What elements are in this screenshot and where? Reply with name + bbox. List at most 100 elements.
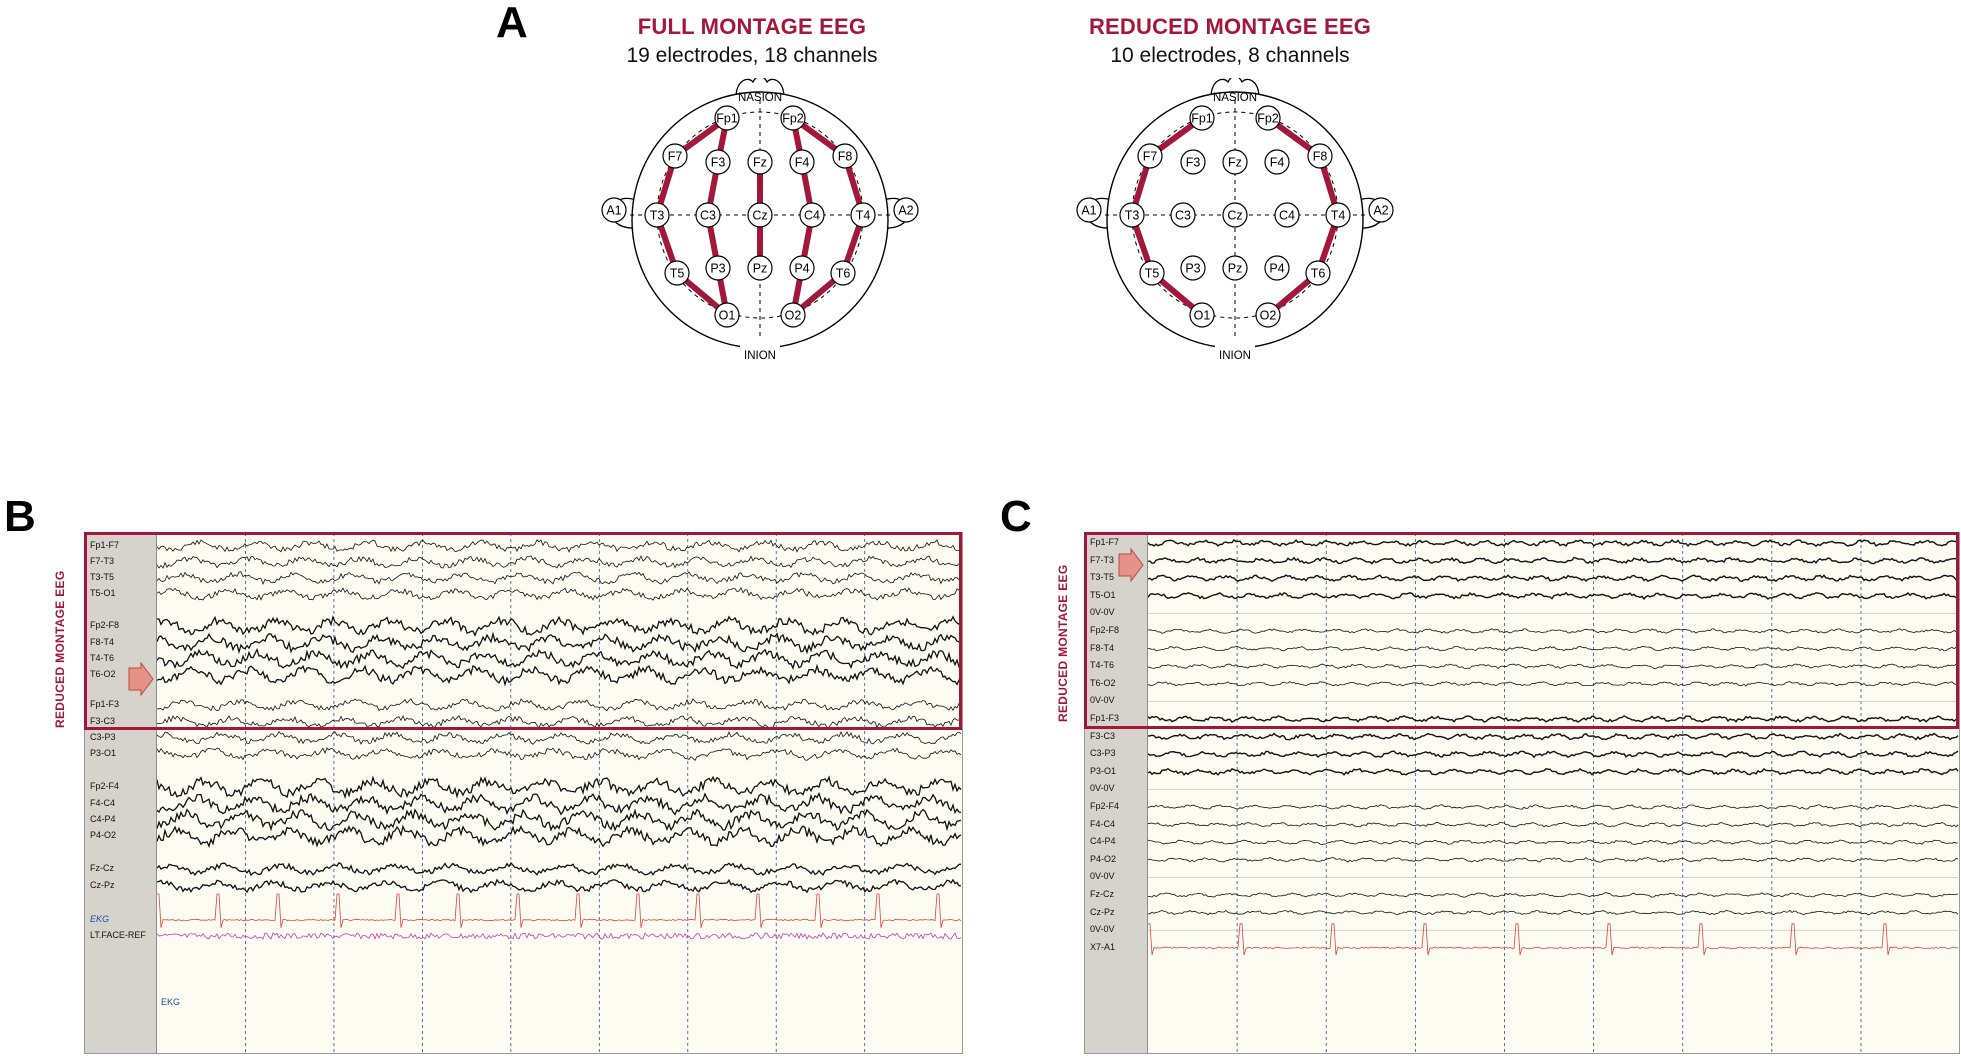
channel-label: T4-T6 [1090, 660, 1115, 671]
channel-label: T3-T5 [1090, 572, 1115, 583]
channel-label: F4-C4 [90, 798, 116, 808]
eeg-trace [1148, 591, 1959, 600]
channel-label: P3-O1 [90, 748, 117, 758]
channel-label: P3-O1 [1090, 765, 1117, 776]
svg-text:O1: O1 [719, 309, 736, 323]
eeg-trace [157, 715, 962, 729]
channel-label: C3-P3 [1090, 748, 1116, 759]
full-electrode-t6: T6 [830, 260, 856, 286]
channel-label: Fz-Cz [1090, 889, 1114, 899]
channel-label: Fz-Cz [90, 863, 114, 873]
full-electrode-cz: Cz [747, 202, 773, 228]
svg-text:Cz: Cz [1227, 209, 1242, 223]
svg-text:F4: F4 [795, 156, 810, 170]
eeg-trace [157, 775, 962, 800]
svg-text:C4: C4 [1279, 209, 1295, 223]
channel-label: F4-C4 [1090, 818, 1116, 829]
panel-c-arrow-icon [1118, 548, 1144, 582]
svg-text:P4: P4 [794, 262, 809, 276]
channel-label: F3-C3 [90, 716, 116, 726]
svg-text:C3: C3 [1175, 209, 1191, 223]
reduced-electrode-f4: F4 [1264, 149, 1290, 175]
reduced-electrode-f3: F3 [1180, 149, 1206, 175]
channel-label: P4-O2 [1090, 853, 1117, 864]
full-electrode-o1: O1 [714, 302, 740, 328]
channel-label: T6-O2 [90, 669, 116, 679]
panel-b-traces [157, 533, 962, 1053]
eeg-trace [157, 614, 962, 637]
panel-c-traces [1148, 533, 1959, 1053]
svg-text:T6: T6 [1311, 267, 1326, 281]
svg-text:T3: T3 [650, 209, 665, 223]
svg-text:Fz: Fz [1228, 156, 1242, 170]
eeg-trace [157, 698, 962, 712]
reduced-inion-label: INION [1219, 350, 1251, 362]
channel-label: P4-O2 [90, 830, 117, 840]
channel-label: C4-P4 [1090, 836, 1116, 847]
channel-label: Cz-Pz [1090, 906, 1115, 917]
full-electrode-f4: F4 [789, 149, 815, 175]
channel-label: 0V-0V [1090, 924, 1115, 935]
svg-text:C3: C3 [700, 209, 716, 223]
full-electrode-t3: T3 [644, 202, 670, 228]
eeg-trace [157, 587, 962, 601]
svg-text:F4: F4 [1270, 156, 1285, 170]
channel-label: T5-O1 [1090, 589, 1116, 600]
panel-b-arrow-icon [128, 662, 154, 696]
channel-label: T4-T6 [90, 653, 115, 663]
eeg-trace [1148, 909, 1959, 916]
reduced-electrode-a2: A2 [1368, 197, 1394, 223]
eeg-trace [1148, 715, 1959, 723]
svg-text:T5: T5 [1145, 267, 1160, 281]
svg-text:O1: O1 [1194, 309, 1211, 323]
full-montage-title: FULL MONTAGE EEG [637, 14, 867, 39]
svg-text:T4: T4 [1331, 209, 1346, 223]
reduced-electrode-fz: Fz [1222, 149, 1248, 175]
eeg-trace [157, 747, 962, 761]
full-electrode-c4: C4 [799, 202, 825, 228]
channel-label: F3-C3 [1090, 730, 1116, 741]
svg-text:F7: F7 [668, 150, 683, 164]
svg-text:Cz: Cz [752, 209, 767, 223]
reduced-electrode-a1: A1 [1076, 197, 1102, 223]
eeg-trace [157, 878, 962, 894]
eeg-trace [157, 730, 962, 745]
full-electrode-c3: C3 [695, 202, 721, 228]
svg-text:T5: T5 [670, 267, 685, 281]
reduced-electrode-p3: P3 [1180, 255, 1206, 281]
svg-text:Fp1: Fp1 [716, 112, 738, 126]
svg-text:Pz: Pz [753, 262, 768, 276]
full-electrode-p3: P3 [705, 255, 731, 281]
channel-label: X7-A1 [1090, 941, 1116, 952]
eeg-trace [157, 647, 962, 670]
panel-b-side-label: REDUCED MONTAGE EEG [53, 570, 67, 729]
full-electrode-pz: Pz [747, 255, 773, 281]
channel-label: 0V-0V [1090, 695, 1115, 706]
reduced-electrode-c4: C4 [1274, 202, 1300, 228]
reduced-nasion-label: NASION [1213, 92, 1257, 104]
full-electrode-t4: T4 [850, 202, 876, 228]
channel-label: LT.FACE-REF [90, 930, 146, 940]
reduced-electrode-fp1: Fp1 [1189, 105, 1215, 131]
channel-label: Fp2-F4 [90, 781, 120, 791]
full-montage-heading: FULL MONTAGE EEG 19 electrodes, 18 chann… [552, 14, 952, 68]
channel-label: 0V-0V [1090, 871, 1115, 882]
reduced-electrode-t6: T6 [1305, 260, 1331, 286]
reduced-electrode-f8: F8 [1307, 143, 1333, 169]
eeg-trace [157, 893, 962, 928]
channel-label: Fp1-F3 [90, 699, 120, 709]
svg-text:F8: F8 [1313, 150, 1328, 164]
eeg-trace [157, 932, 962, 940]
eeg-trace [157, 554, 962, 569]
channel-label: F7-T3 [1090, 554, 1115, 565]
full-inion-label: INION [744, 350, 776, 362]
eeg-trace [157, 631, 962, 655]
eeg-trace [1148, 821, 1959, 828]
svg-text:A1: A1 [1081, 204, 1096, 218]
channel-label: F8-T4 [1090, 642, 1115, 653]
panel-c-letter: C [1000, 492, 1032, 541]
